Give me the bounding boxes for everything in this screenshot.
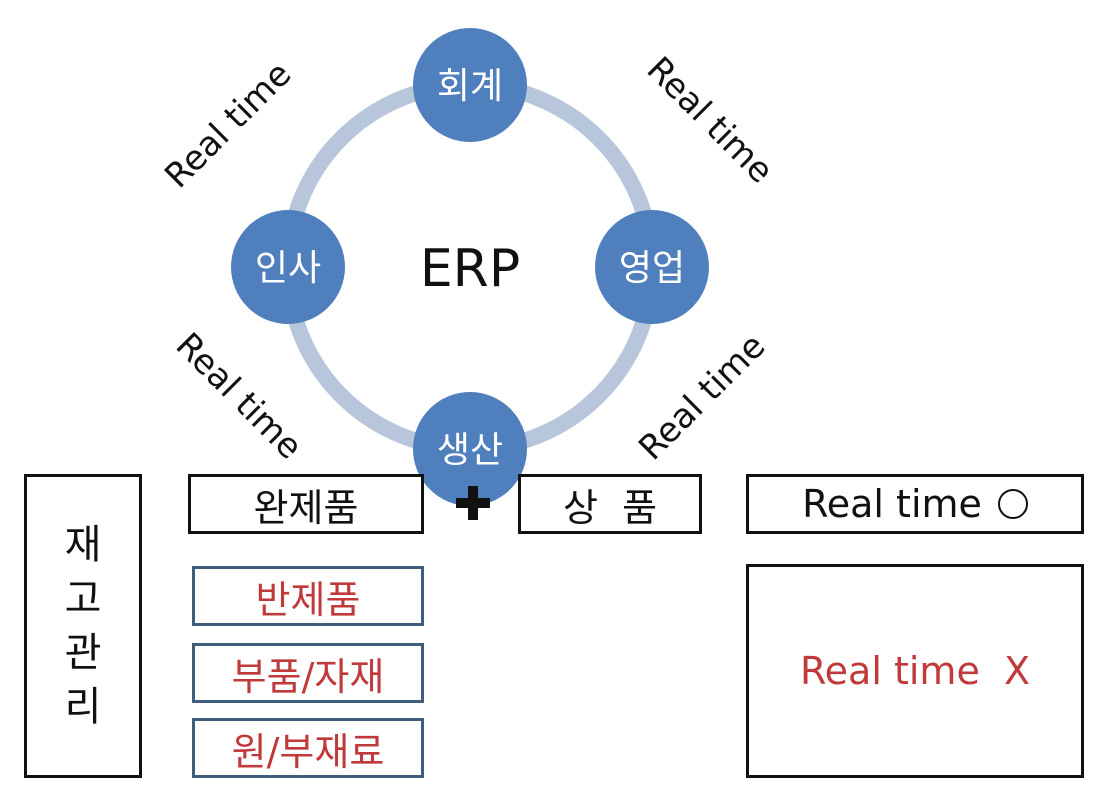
realtime-no-box: Real time X <box>746 564 1084 778</box>
circle-o-icon <box>997 489 1028 519</box>
node-accounting: 회계 <box>413 28 527 142</box>
semi-finished-label: 반제품 <box>255 577 361 622</box>
parts-materials-box: 부품/자재 <box>192 643 424 703</box>
node-production-label: 생산 <box>437 430 503 471</box>
plus-icon <box>456 486 490 520</box>
inventory-title-char: 재 <box>64 522 102 568</box>
realtime-label-top-right: Real time <box>639 49 781 191</box>
realtime-no-label: Real time X <box>799 649 1031 693</box>
node-accounting-label: 회계 <box>437 66 503 107</box>
raw-materials-box: 원/부재료 <box>192 718 424 778</box>
node-hr-label: 인사 <box>255 248 321 289</box>
inventory-title-char: 리 <box>64 684 102 730</box>
node-sales-label: 영업 <box>619 248 685 289</box>
finished-goods-box: 완제품 <box>188 474 424 534</box>
inventory-title-char: 고 <box>64 576 102 622</box>
realtime-yes-label: Real time <box>802 482 982 526</box>
semi-finished-box: 반제품 <box>192 566 424 626</box>
parts-materials-label: 부품/자재 <box>231 654 385 699</box>
node-production: 생산 <box>413 392 527 506</box>
merchandise-label: 상 품 <box>562 485 658 530</box>
erp-center-label: ERP <box>420 239 520 299</box>
finished-goods-label: 완제품 <box>253 485 359 530</box>
inventory-title-char: 관 <box>64 630 102 676</box>
realtime-label-top-left: Real time <box>157 54 299 196</box>
node-hr: 인사 <box>231 210 345 324</box>
realtime-yes-box: Real time <box>746 474 1084 534</box>
node-sales: 영업 <box>595 210 709 324</box>
raw-materials-label: 원/부재료 <box>231 729 385 774</box>
realtime-label-bottom-left: Real time <box>168 325 310 467</box>
inventory-management-box: 재 고 관 리 <box>24 474 142 778</box>
merchandise-box: 상 품 <box>518 474 702 534</box>
realtime-label-bottom-right: Real time <box>631 326 773 468</box>
